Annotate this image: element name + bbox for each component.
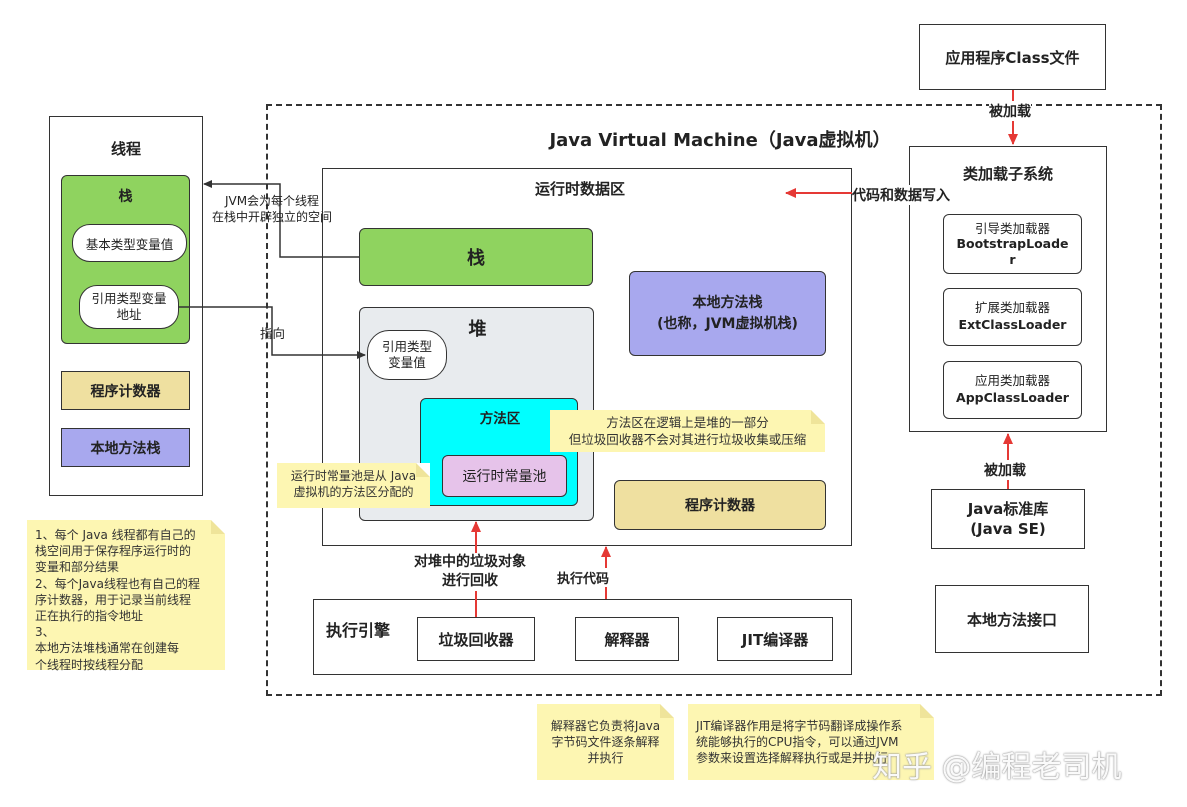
jit-compiler: JIT编译器 xyxy=(717,617,833,661)
thread-note: 1、每个 Java 线程都有自己的 栈空间用于保存程序运行时的 变量和部分结果 … xyxy=(27,520,225,672)
jit-note-line2: 统能够执行的CPU指令，可以通过JVM xyxy=(696,735,899,750)
thread-note-line4: 2、每个Java线程也有自己的程 xyxy=(35,576,200,591)
thread-note-line2: 栈空间用于保存程序运行时的 xyxy=(35,544,192,559)
exec-code-label: 执行代码 xyxy=(557,568,610,587)
method-area-title: 方法区 xyxy=(479,411,521,427)
jvm-thread-label-line2: 在栈中开辟独立的空间 xyxy=(212,209,333,224)
heap-title: 堆 xyxy=(468,319,487,340)
thread-stack-title: 栈 xyxy=(118,189,133,205)
thread-note-line1: 1、每个 Java 线程都有自己的 xyxy=(35,528,196,542)
jit-note: JIT编译器作用是将字节码翻译成操作系 统能够执行的CPU指令，可以通过JVM … xyxy=(688,704,934,780)
ext-class-loader-line1: 扩展类加载器 xyxy=(974,300,1050,316)
reference-address: 引用类型变量 地址 xyxy=(79,285,179,329)
interpreter-note-line2: 字节码文件逐条解释 xyxy=(551,735,660,750)
constant-pool-note-line1: 运行时常量池是从 Java xyxy=(290,469,417,483)
bootstrap-loader: 引导类加载器 BootstrapLoade r xyxy=(943,214,1082,274)
interpreter: 解释器 xyxy=(575,617,679,661)
native-method-interface: 本地方法接口 xyxy=(935,585,1089,653)
runtime-native-stack-line2: (也称，JVM虚拟机栈) xyxy=(657,315,798,332)
heap-reference-line2: 变量值 xyxy=(388,355,426,370)
write-in-label: 代码和数据写入 xyxy=(852,185,950,205)
stack-to-thread-arrow xyxy=(203,180,359,258)
garbage-collector: 垃圾回收器 xyxy=(417,617,535,661)
gc-label: 对堆中的垃圾对象 进行回收 xyxy=(414,553,526,591)
java-se-line1: Java标准库 xyxy=(967,499,1049,518)
reference-address-line1: 引用类型变量 xyxy=(91,290,167,306)
jit-note-line1: JIT编译器作用是将字节码翻译成操作系 xyxy=(696,719,903,733)
app-class-loader: 应用类加载器 AppClassLoader xyxy=(943,361,1082,419)
interpreter-note-line1: 解释器它负责将Java xyxy=(550,719,661,733)
interpreter-note-line3: 并执行 xyxy=(587,751,624,766)
loaded-label-bottom: 被加载 xyxy=(984,460,1026,480)
thread-note-line8: 本地方法堆栈通常在创建每 xyxy=(35,641,180,656)
jit-note-line3: 参数来设置选择解释执行或是并执行 xyxy=(696,751,889,766)
method-area-note-line1: 方法区在逻辑上是堆的一部分 xyxy=(606,415,769,430)
reference-pointer-arrow xyxy=(179,306,366,359)
thread-note-line7: 3、 xyxy=(35,625,55,640)
runtime-title: 运行时数据区 xyxy=(534,180,625,198)
runtime-pc: 程序计数器 xyxy=(614,480,826,530)
execution-engine-title: 执行引擎 xyxy=(326,621,391,640)
bootstrap-loader-line2: BootstrapLoade xyxy=(956,236,1069,252)
constant-pool-note: 运行时常量池是从 Java 虚拟机的方法区分配的 xyxy=(277,463,430,508)
thread-title: 线程 xyxy=(110,140,141,158)
constant-pool-note-line2: 虚拟机的方法区分配的 xyxy=(293,485,414,500)
runtime-stack: 栈 xyxy=(359,228,593,286)
java-standard-library: Java标准库 (Java SE) xyxy=(931,489,1085,549)
runtime-native-stack: 本地方法栈 (也称，JVM虚拟机栈) xyxy=(629,271,826,356)
thread-note-line6: 正在执行的指令地址 xyxy=(35,608,144,623)
gc-label-line2: 进行回收 xyxy=(442,572,498,589)
runtime-native-stack-line1: 本地方法栈 xyxy=(692,295,763,312)
thread-note-line9: 个线程时按线程分配 xyxy=(35,657,144,672)
watermark: 知乎 @编程老司机 xyxy=(872,750,1122,785)
thread-note-line3: 变量和部分结果 xyxy=(35,560,120,575)
jvm-thread-label: JVM会为每个线程 在栈中开辟独立的空间 xyxy=(212,194,332,225)
primitive-value: 基本类型变量值 xyxy=(72,224,187,262)
jvm-title: Java Virtual Machine（Java虚拟机） xyxy=(549,130,891,151)
ext-class-loader: 扩展类加载器 ExtClassLoader xyxy=(943,288,1082,346)
thread-pc: 程序计数器 xyxy=(61,371,190,410)
app-class-loader-line1: 应用类加载器 xyxy=(974,373,1050,389)
bootstrap-loader-line1: 引导类加载器 xyxy=(974,220,1050,236)
heap-reference-line1: 引用类型 xyxy=(381,338,432,354)
jvm-boundary xyxy=(266,104,1162,696)
application-class-file: 应用程序Class文件 xyxy=(919,24,1106,90)
loaded-label-top: 被加载 xyxy=(989,101,1031,121)
thread-native-stack: 本地方法栈 xyxy=(61,428,190,467)
runtime-constant-pool: 运行时常量池 xyxy=(442,455,567,497)
points-to-label: 指向 xyxy=(260,326,286,341)
heap-reference-value: 引用类型 变量值 xyxy=(367,330,447,380)
method-area-note-line2: 但垃圾回收器不会对其进行垃圾收集或压缩 xyxy=(568,431,807,447)
class-loader-title: 类加载子系统 xyxy=(962,165,1053,183)
app-class-loader-line2: AppClassLoader xyxy=(956,390,1069,405)
java-se-line2: (Java SE) xyxy=(970,520,1046,538)
gc-label-line1: 对堆中的垃圾对象 xyxy=(414,554,526,570)
bootstrap-loader-line3: r xyxy=(1009,251,1016,267)
jvm-thread-label-line1: JVM会为每个线程 xyxy=(224,194,320,208)
interpreter-note: 解释器它负责将Java 字节码文件逐条解释 并执行 xyxy=(537,704,674,780)
method-area-note: 方法区在逻辑上是堆的一部分 但垃圾回收器不会对其进行垃圾收集或压缩 xyxy=(550,410,825,452)
reference-address-line2: 地址 xyxy=(116,307,142,322)
thread-note-line5: 序计数器，用于记录当前线程 xyxy=(35,592,192,607)
ext-class-loader-line2: ExtClassLoader xyxy=(958,317,1067,332)
